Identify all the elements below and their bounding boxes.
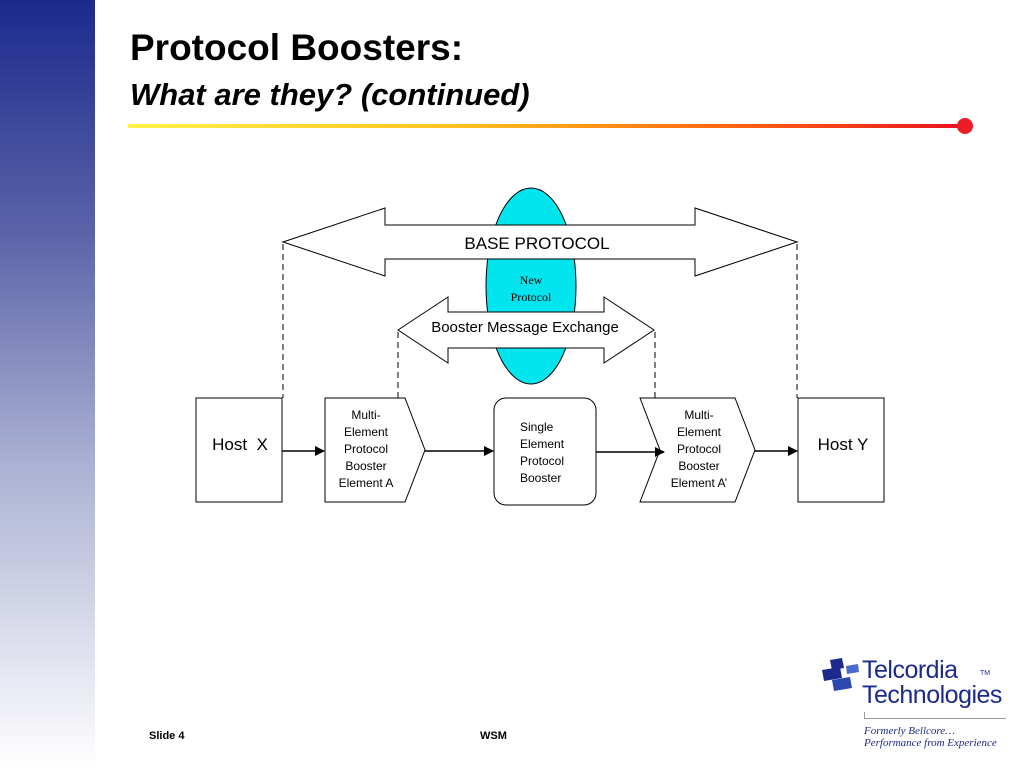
- footer-center-label: WSM: [480, 730, 507, 742]
- single-booster-box: [493, 397, 597, 506]
- booster-a-prime-line4: Booster: [678, 459, 719, 473]
- single-booster-line1: Single: [520, 420, 554, 434]
- booster-a-line5: Element A: [339, 476, 394, 490]
- logo-tagline-1: Formerly Bellcore…: [864, 725, 955, 737]
- booster-a-line2: Element: [344, 425, 389, 439]
- logo-trademark: TM: [980, 670, 991, 677]
- slide-title: Protocol Boosters:: [130, 27, 464, 68]
- title-underline-dot: [957, 118, 973, 134]
- host-x-label: Host X: [212, 435, 268, 454]
- host-x-box: [195, 397, 283, 503]
- logo-tagline-2: Performance from Experience: [864, 737, 997, 749]
- booster-element-a-prime-text: Multi- Element Protocol Booster Element …: [671, 408, 727, 490]
- host-y-label: Host Y: [818, 435, 869, 454]
- telcordia-mark-icon: [822, 658, 859, 691]
- single-booster-line3: Protocol: [520, 454, 564, 468]
- booster-exchange-label: Booster Message Exchange: [431, 319, 619, 336]
- new-protocol-label-line1: New: [520, 273, 543, 287]
- dashed-guides: [282, 244, 798, 398]
- sidebar-gradient: [0, 0, 95, 768]
- telcordia-logo: Telcordia TM Technologies Formerly Bellc…: [818, 652, 1018, 752]
- booster-a-line1: Multi-: [351, 408, 380, 422]
- base-protocol-label: BASE PROTOCOL: [464, 234, 609, 253]
- single-booster-line2: Element: [520, 437, 565, 451]
- new-protocol-label-line2: Protocol: [511, 290, 552, 304]
- booster-a-prime-line1: Multi-: [684, 408, 713, 422]
- booster-element-a-text: Multi- Element Protocol Booster Element …: [339, 408, 394, 490]
- booster-element-a-shape: [324, 397, 426, 503]
- logo-divider-tick: [864, 712, 865, 719]
- title-underline: [128, 124, 964, 128]
- slide-subtitle: What are they? (continued): [130, 77, 530, 112]
- booster-a-line3: Protocol: [344, 442, 388, 456]
- booster-exchange-arrow: [397, 296, 655, 364]
- single-booster-text: Single Element Protocol Booster: [520, 420, 565, 485]
- base-protocol-arrow: [281, 207, 799, 277]
- logo-divider: [864, 718, 1006, 719]
- slide-number: Slide 4: [149, 730, 185, 742]
- host-y-box: [797, 397, 885, 503]
- flow-arrows: [282, 446, 798, 457]
- logo-name-line1: Telcordia: [862, 656, 958, 684]
- single-booster-line4: Booster: [520, 471, 561, 485]
- booster-a-prime-line3: Protocol: [677, 442, 721, 456]
- booster-a-prime-line2: Element: [677, 425, 722, 439]
- booster-a-line4: Booster: [345, 459, 386, 473]
- booster-a-prime-line5: Element A’: [671, 476, 727, 490]
- logo-name-line2: Technologies: [862, 681, 1002, 709]
